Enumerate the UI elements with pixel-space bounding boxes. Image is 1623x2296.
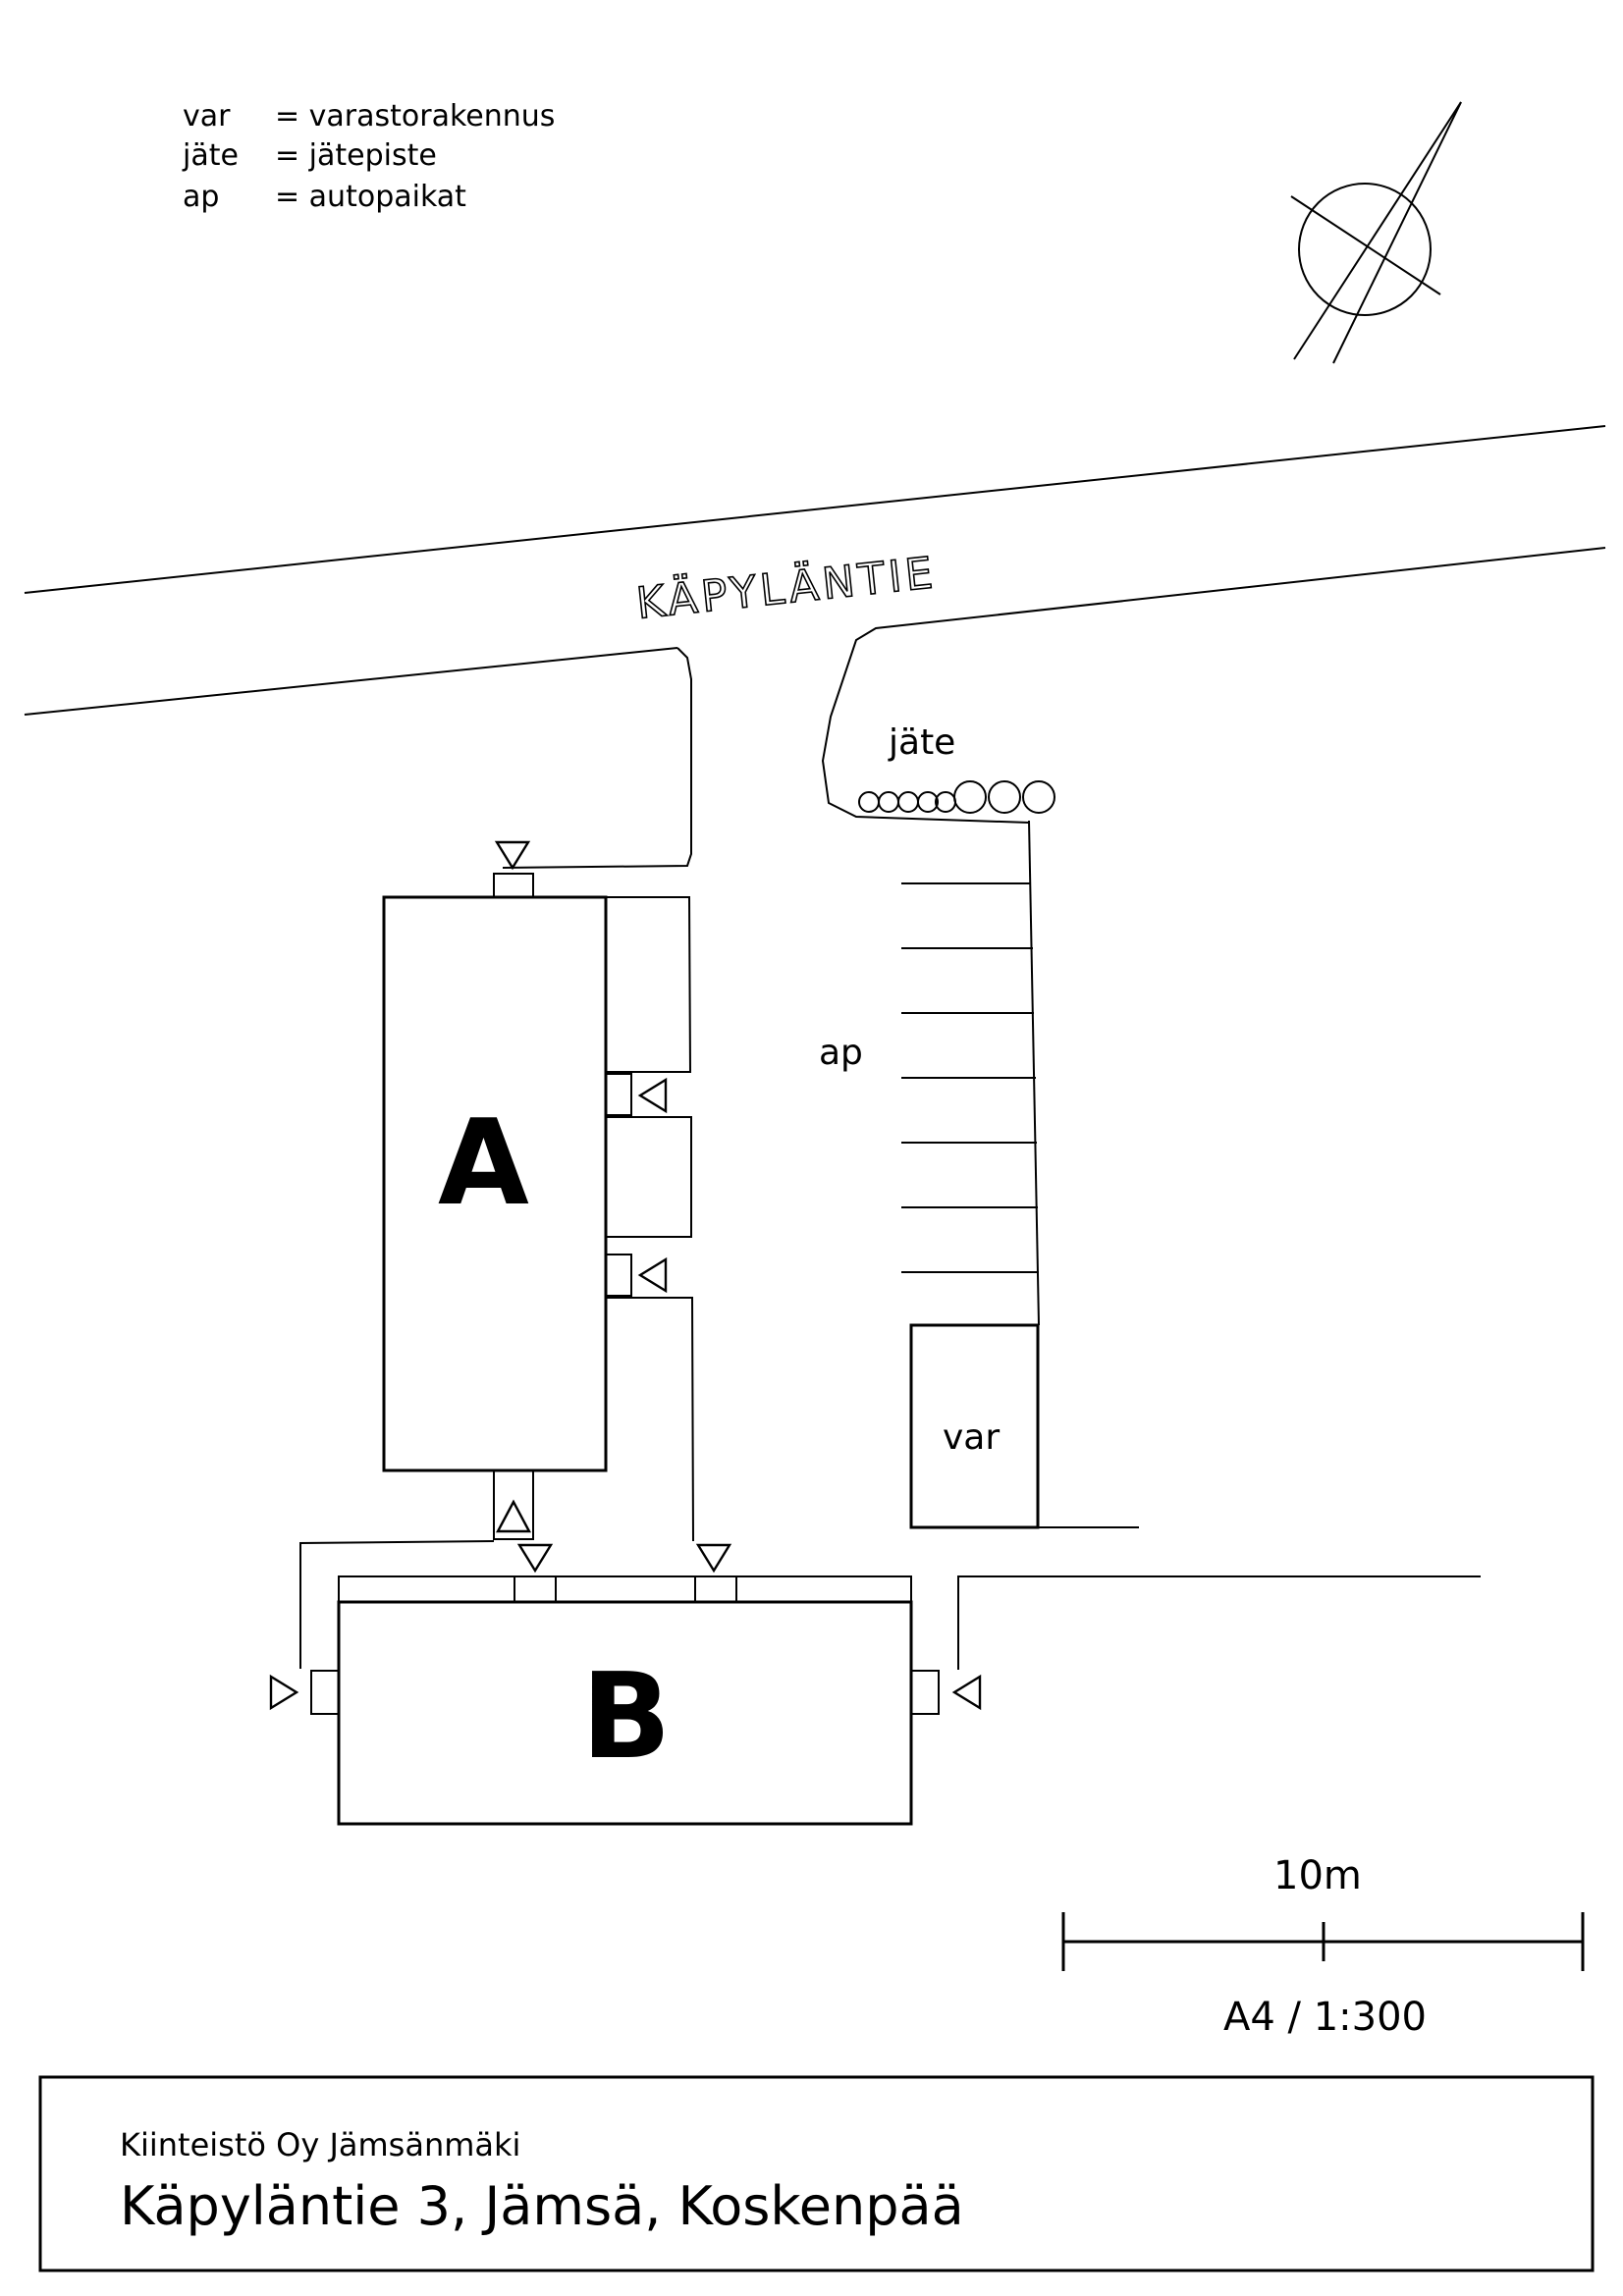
legend-meaning-jate: = jätepiste <box>275 138 437 173</box>
legend-abbr-jate: jäte <box>182 138 239 173</box>
building-a-label: A <box>438 1095 529 1232</box>
building-b: B <box>269 1543 982 1826</box>
waste-point: jäte <box>858 722 1055 814</box>
site-address: Käpyläntie 3, Jämsä, Koskenpää <box>120 2175 964 2237</box>
entrance-arrow-icon <box>494 840 531 871</box>
title-block: Kiinteistö Oy Jämsänmäki Käpyläntie 3, J… <box>38 2075 1595 2272</box>
company-name: Kiinteistö Oy Jämsänmäki <box>120 2126 520 2163</box>
entrance-arrow-icon <box>695 1543 732 1574</box>
entrance-arrow-icon <box>269 1674 299 1711</box>
entrance-arrow-icon <box>951 1674 982 1711</box>
storage-building: var <box>909 1323 1139 1529</box>
storage-label: var <box>943 1417 1000 1458</box>
legend: var = varastorakennus jäte = jätepiste a… <box>182 99 555 214</box>
road: KÄPYLÄNTIE <box>24 425 1606 869</box>
scale-bar-label: 10m <box>1273 1853 1362 1898</box>
legend-abbr-ap: ap <box>183 180 219 214</box>
waste-label: jäte <box>888 722 955 763</box>
paper-scale: A4 / 1:300 <box>1223 1995 1427 2040</box>
entrance-arrow-icon <box>637 1077 668 1114</box>
walkways <box>299 1540 1481 1670</box>
parking-area: ap <box>819 820 1040 1326</box>
entrance-arrow-icon <box>496 1499 531 1533</box>
entrance-arrow-icon <box>637 1256 668 1294</box>
legend-meaning-ap: = autopaikat <box>275 180 466 214</box>
building-a: A <box>382 840 694 1542</box>
building-b-label: B <box>581 1649 671 1786</box>
north-arrow-icon <box>1290 101 1462 364</box>
entrance-arrow-icon <box>516 1543 554 1574</box>
legend-abbr-var: var <box>183 99 231 133</box>
scale-bar: 10m A4 / 1:300 <box>1061 1853 1585 2040</box>
legend-meaning-var: = varastorakennus <box>275 99 555 133</box>
parking-label: ap <box>819 1033 863 1073</box>
road-name: KÄPYLÄNTIE <box>634 547 940 629</box>
